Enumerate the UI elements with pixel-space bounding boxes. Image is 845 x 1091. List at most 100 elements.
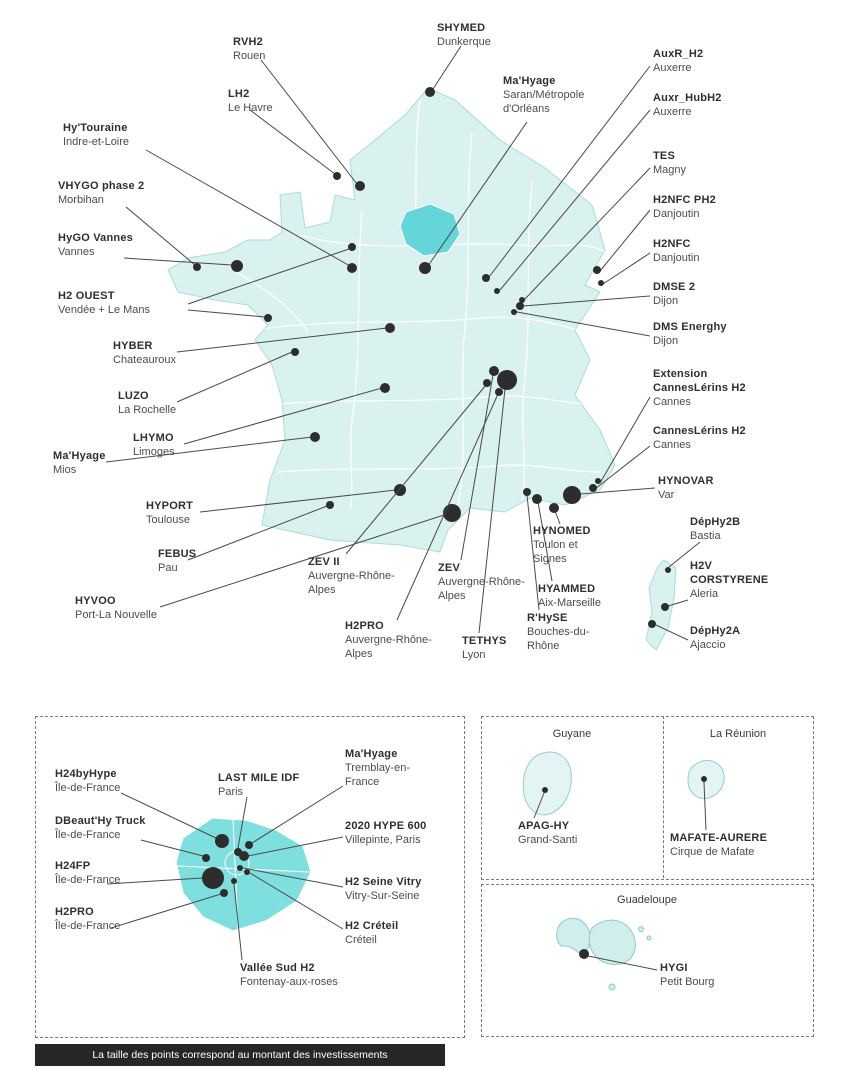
project-name: HYGI	[660, 962, 688, 974]
project-location: Créteil	[345, 933, 377, 946]
project-name: 2020 HYPE 600	[345, 820, 427, 832]
leader-line	[599, 396, 651, 484]
project-name: DépHy2A	[690, 625, 741, 637]
project-name: MAFATE-AURERE	[670, 832, 768, 844]
project-dot	[355, 181, 365, 191]
project-dot	[532, 494, 542, 504]
project-dot	[549, 503, 559, 513]
project-name: Auxr_HubH2	[653, 92, 722, 104]
project-location: Fontenay-aux-roses	[240, 975, 338, 988]
project-name: Ma'Hyage	[53, 450, 106, 462]
project-name: DépHy2B	[690, 516, 741, 528]
leader-line	[199, 489, 397, 513]
project-location: Vitry-Sur-Seine	[345, 889, 420, 902]
project-location: Auvergne-Rhône-Alpes	[308, 569, 395, 596]
project-location: Lyon	[462, 648, 486, 661]
project-dot	[482, 274, 490, 282]
project-location: Île-de-France	[55, 828, 121, 841]
leader-line	[176, 351, 293, 403]
project-location: Île-de-France	[55, 919, 121, 932]
leader-line	[554, 510, 561, 525]
project-name: H2 OUEST	[58, 290, 115, 302]
project-location: Magny	[653, 163, 687, 176]
project-dot	[563, 486, 581, 504]
overseas-top-box	[481, 716, 814, 880]
project-name: H2 Créteil	[345, 920, 399, 932]
project-name: Hy'Touraine	[63, 122, 128, 134]
leader-line	[145, 149, 351, 267]
leader-line	[183, 387, 383, 445]
project-location: Petit Bourg	[660, 975, 715, 988]
project-name: TES	[653, 150, 675, 162]
project-dot	[589, 484, 597, 492]
project-dot	[497, 370, 517, 390]
project-name: APAG-HY	[518, 820, 570, 832]
leader-line	[667, 599, 689, 607]
corsica-map	[645, 559, 677, 651]
project-name: RVH2	[233, 36, 263, 48]
leader-line	[523, 167, 651, 301]
project-dot	[385, 323, 395, 333]
leader-line	[187, 505, 328, 561]
region-title-guadeloupe: Guadeloupe	[617, 894, 677, 906]
project-location: Vendée + Le Mans	[58, 303, 151, 316]
project-name: H24FP	[55, 860, 91, 872]
leader-line	[516, 311, 651, 337]
project-location: Cannes	[653, 438, 691, 451]
leader-line	[427, 121, 528, 267]
leader-line	[460, 374, 494, 561]
project-name: FEBUS	[158, 548, 197, 560]
project-dot	[419, 262, 431, 274]
project-dot	[347, 263, 357, 273]
project-dot	[193, 263, 201, 271]
project-location: Morbihan	[58, 193, 104, 206]
project-dot	[489, 366, 499, 376]
project-name: LH2	[228, 88, 250, 100]
project-dot	[231, 260, 243, 272]
project-dot	[264, 314, 272, 322]
project-dot	[291, 348, 299, 356]
project-location: Rouen	[233, 49, 266, 62]
project-dot	[495, 388, 503, 396]
project-dot	[511, 309, 517, 315]
project-dot	[595, 478, 601, 484]
project-location: Var	[658, 488, 675, 501]
project-location: Dijon	[653, 294, 679, 307]
leader-line	[594, 445, 651, 490]
leader-line	[249, 109, 336, 175]
project-name: Ma'Hyage	[345, 748, 398, 760]
project-name: H2PRO	[345, 620, 384, 632]
project-name: SHYMED	[437, 22, 486, 34]
project-dot	[310, 432, 320, 442]
project-location: Le Havre	[228, 101, 273, 114]
project-location: Île-de-France	[55, 781, 121, 794]
project-name: HYAMMED	[538, 583, 596, 595]
project-location: Pau	[158, 561, 178, 574]
project-dot	[519, 297, 525, 303]
project-location: Danjoutin	[653, 207, 700, 220]
project-location: Villepinte, Paris	[345, 833, 421, 846]
project-dot	[598, 280, 604, 286]
